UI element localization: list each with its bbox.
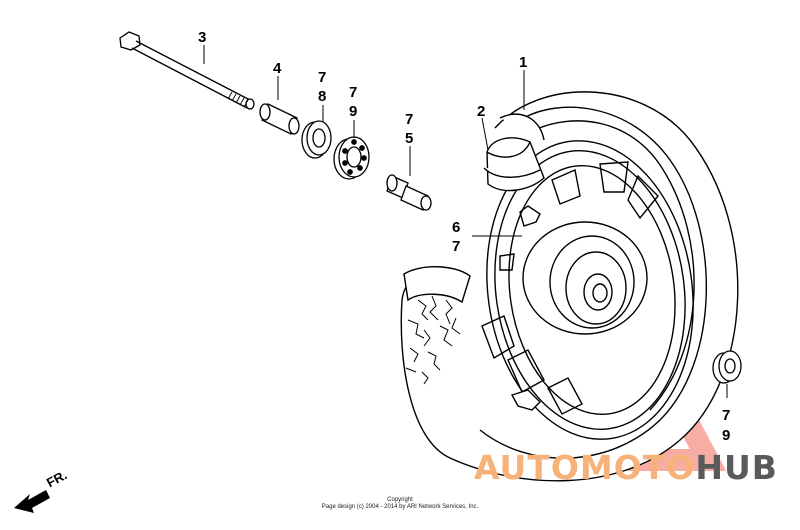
front-wheel[interactable] bbox=[400, 91, 739, 482]
leader-lines bbox=[203, 45, 728, 398]
callout-tube: 2 bbox=[477, 103, 485, 120]
callout-seal-bottom: 8 bbox=[318, 88, 326, 105]
axle-spacer[interactable] bbox=[259, 103, 300, 135]
callout-collar-bottom: 5 bbox=[405, 130, 413, 147]
callout-bearing-r-bottom: 9 bbox=[722, 427, 730, 444]
callout-wheel: 1 bbox=[519, 54, 527, 71]
callout-bearing-top: 7 bbox=[349, 84, 357, 101]
copyright-title: Copyright bbox=[387, 497, 413, 503]
watermark-wordmark: AUTOMOTOHUB bbox=[474, 448, 778, 487]
callout-collar-top: 7 bbox=[405, 111, 413, 128]
watermark-hub: HUB bbox=[695, 448, 778, 487]
bearing-right[interactable] bbox=[712, 350, 742, 384]
bearing-left[interactable] bbox=[333, 136, 370, 180]
copyright-body: Page design (c) 2004 - 2014 by ARI Netwo… bbox=[321, 504, 479, 510]
callout-axle: 3 bbox=[198, 29, 206, 46]
tire-section bbox=[403, 113, 545, 385]
callout-bearing-bottom: 9 bbox=[349, 103, 357, 120]
front-arrow-icon bbox=[14, 490, 50, 513]
callout-spacer: 4 bbox=[273, 60, 282, 77]
distance-collar[interactable] bbox=[386, 174, 432, 211]
callout-hub-top: 6 bbox=[452, 219, 460, 236]
callout-hub-bottom: 7 bbox=[452, 238, 460, 255]
axle[interactable] bbox=[119, 31, 255, 110]
callout-seal-top: 7 bbox=[318, 69, 326, 86]
oil-seal[interactable] bbox=[301, 120, 332, 159]
callout-bearing-r-top: 7 bbox=[722, 407, 730, 424]
watermark-auto: AUTO bbox=[474, 448, 580, 487]
callouts: 3 4 7 8 7 9 7 5 1 2 6 7 7 9 bbox=[198, 29, 730, 444]
watermark-moto: MOTO bbox=[579, 448, 696, 487]
